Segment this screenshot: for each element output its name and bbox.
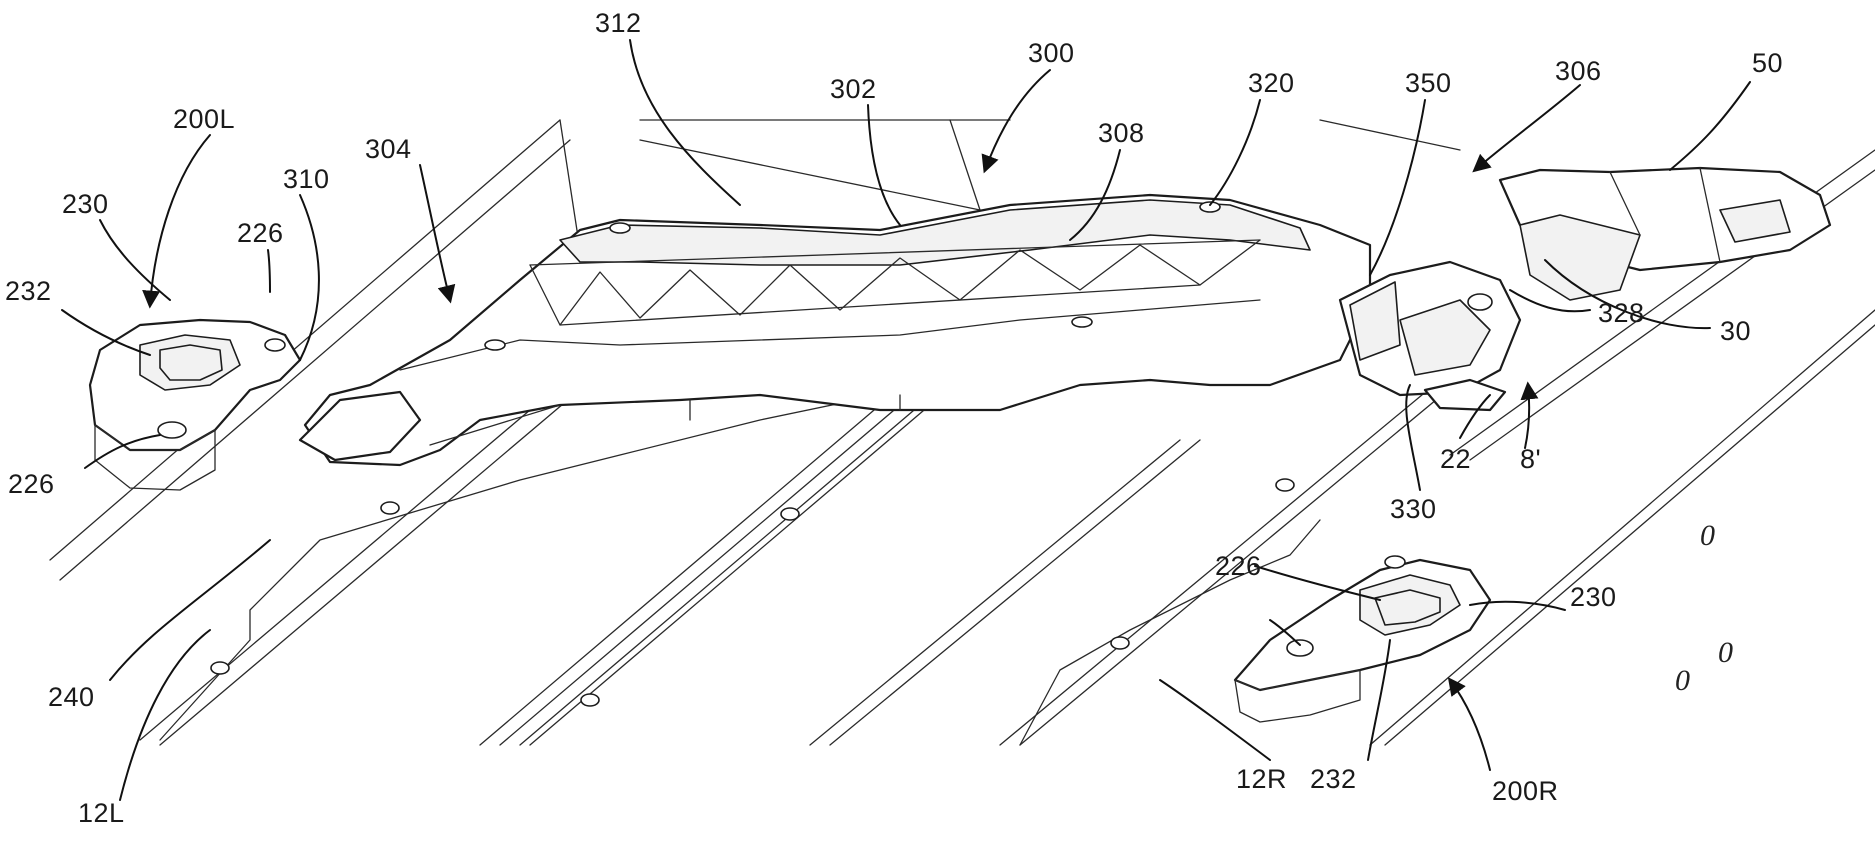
label-22: 22: [1440, 444, 1471, 474]
label-304: 304: [365, 134, 412, 164]
label-306: 306: [1555, 56, 1602, 86]
label-320: 320: [1248, 68, 1295, 98]
label-200R: 200R: [1492, 776, 1559, 806]
label-328: 328: [1598, 298, 1645, 328]
label-300: 300: [1028, 38, 1075, 68]
mark-zero-1: 0: [1700, 519, 1715, 552]
label-330: 330: [1390, 494, 1437, 524]
label-232-right: 232: [1310, 764, 1357, 794]
label-8-prime: 8': [1520, 444, 1541, 474]
crossbar-300: [300, 195, 1370, 465]
label-308: 308: [1098, 118, 1145, 148]
label-310: 310: [283, 164, 330, 194]
label-350: 350: [1405, 68, 1452, 98]
foot-bracket-200L: [90, 320, 300, 490]
label-240: 240: [48, 682, 95, 712]
label-230-right: 230: [1570, 582, 1617, 612]
mark-zero-3: 0: [1675, 664, 1690, 697]
rail-bracket-50: [1500, 168, 1830, 300]
reference-labels: 312 300 302 320 350 306 50 308 200L 310 …: [5, 8, 1783, 828]
label-226-right: 226: [1215, 551, 1262, 581]
label-230-left: 230: [62, 189, 109, 219]
label-226-left-bottom: 226: [8, 469, 55, 499]
label-232-left: 232: [5, 276, 52, 306]
label-200L: 200L: [173, 104, 235, 134]
mark-zero-2: 0: [1718, 636, 1733, 669]
label-50: 50: [1752, 48, 1783, 78]
label-30: 30: [1720, 316, 1751, 346]
label-12R: 12R: [1236, 764, 1287, 794]
label-226-left-top: 226: [237, 218, 284, 248]
label-312: 312: [595, 8, 642, 38]
label-302: 302: [830, 74, 877, 104]
drawing-marks: 0 0 0: [1675, 519, 1733, 697]
label-12L: 12L: [78, 798, 125, 828]
foot-bracket-200R: [1235, 556, 1490, 722]
